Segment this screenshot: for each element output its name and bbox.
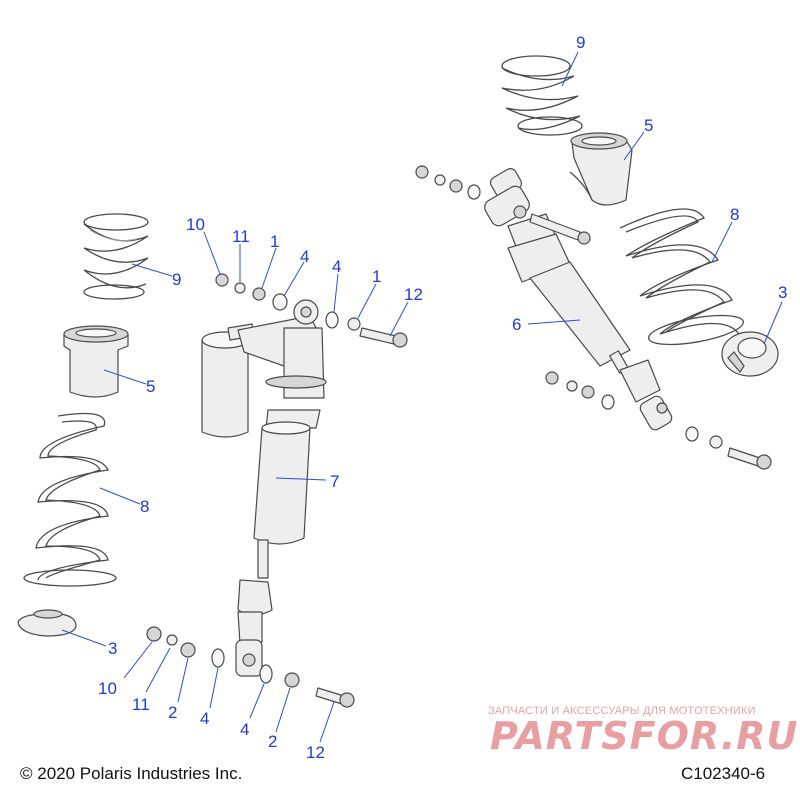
left-bottom-hardware [146, 626, 355, 708]
right-spring-9 [501, 55, 583, 136]
callout-left-1-top-b: 1 [372, 267, 381, 286]
callout-left-2-bottom-a: 2 [168, 703, 177, 722]
callout-numbers: 10 11 1 4 4 1 12 9 5 7 8 3 10 11 2 4 4 2… [98, 33, 787, 762]
left-retainer-3 [17, 609, 77, 637]
callout-left-4-bottom-b: 4 [240, 720, 249, 739]
callout-left-4-top-b: 4 [332, 257, 341, 276]
callout-left-11-top: 11 [232, 227, 250, 246]
callout-left-9: 9 [172, 270, 181, 289]
right-shock-6 [484, 168, 673, 431]
callout-left-7: 7 [330, 472, 339, 491]
callout-left-1-top: 1 [270, 232, 279, 251]
right-spring-seat-5 [569, 132, 633, 206]
callout-left-10-bottom: 10 [98, 679, 117, 698]
callout-left-4-bottom-a: 4 [200, 709, 209, 728]
left-reservoir [201, 315, 323, 438]
left-spring-seat-5 [63, 325, 129, 398]
right-bottom-hardware [545, 371, 772, 470]
leader-lines [61, 51, 783, 743]
left-spring-8 [23, 412, 117, 587]
callout-left-8: 8 [140, 497, 149, 516]
left-spring-9 [83, 213, 149, 300]
right-retainer-3 [721, 331, 779, 377]
callout-right-8: 8 [730, 205, 739, 224]
left-shock-7 [235, 299, 327, 677]
callout-left-11-bottom: 11 [132, 695, 150, 714]
watermark-logo: PARTSFOR.RU [490, 714, 799, 758]
callout-left-12-bottom: 12 [306, 743, 325, 762]
callout-left-3: 3 [108, 639, 117, 658]
left-top-hardware [215, 273, 408, 348]
watermark-subtitle: ЗАПЧАСТИ И АКСЕССУАРЫ ДЛЯ МОТОТЕХНИКИ [488, 705, 756, 717]
copyright-notice: © 2020 Polaris Industries Inc. [20, 764, 243, 783]
drawing-number: C102340-6 [681, 764, 766, 783]
right-top-hardware [415, 165, 481, 200]
callout-left-5: 5 [146, 377, 155, 396]
right-spring-8 [619, 208, 744, 346]
callout-left-12-top: 12 [404, 285, 423, 304]
callout-right-5: 5 [644, 116, 653, 135]
callout-right-6: 6 [512, 315, 521, 334]
callout-left-4-top-a: 4 [300, 247, 309, 266]
callout-left-10-top: 10 [186, 215, 205, 234]
callout-right-3: 3 [778, 283, 787, 302]
callout-right-9: 9 [576, 33, 585, 52]
callout-left-2-bottom-b: 2 [268, 732, 277, 751]
